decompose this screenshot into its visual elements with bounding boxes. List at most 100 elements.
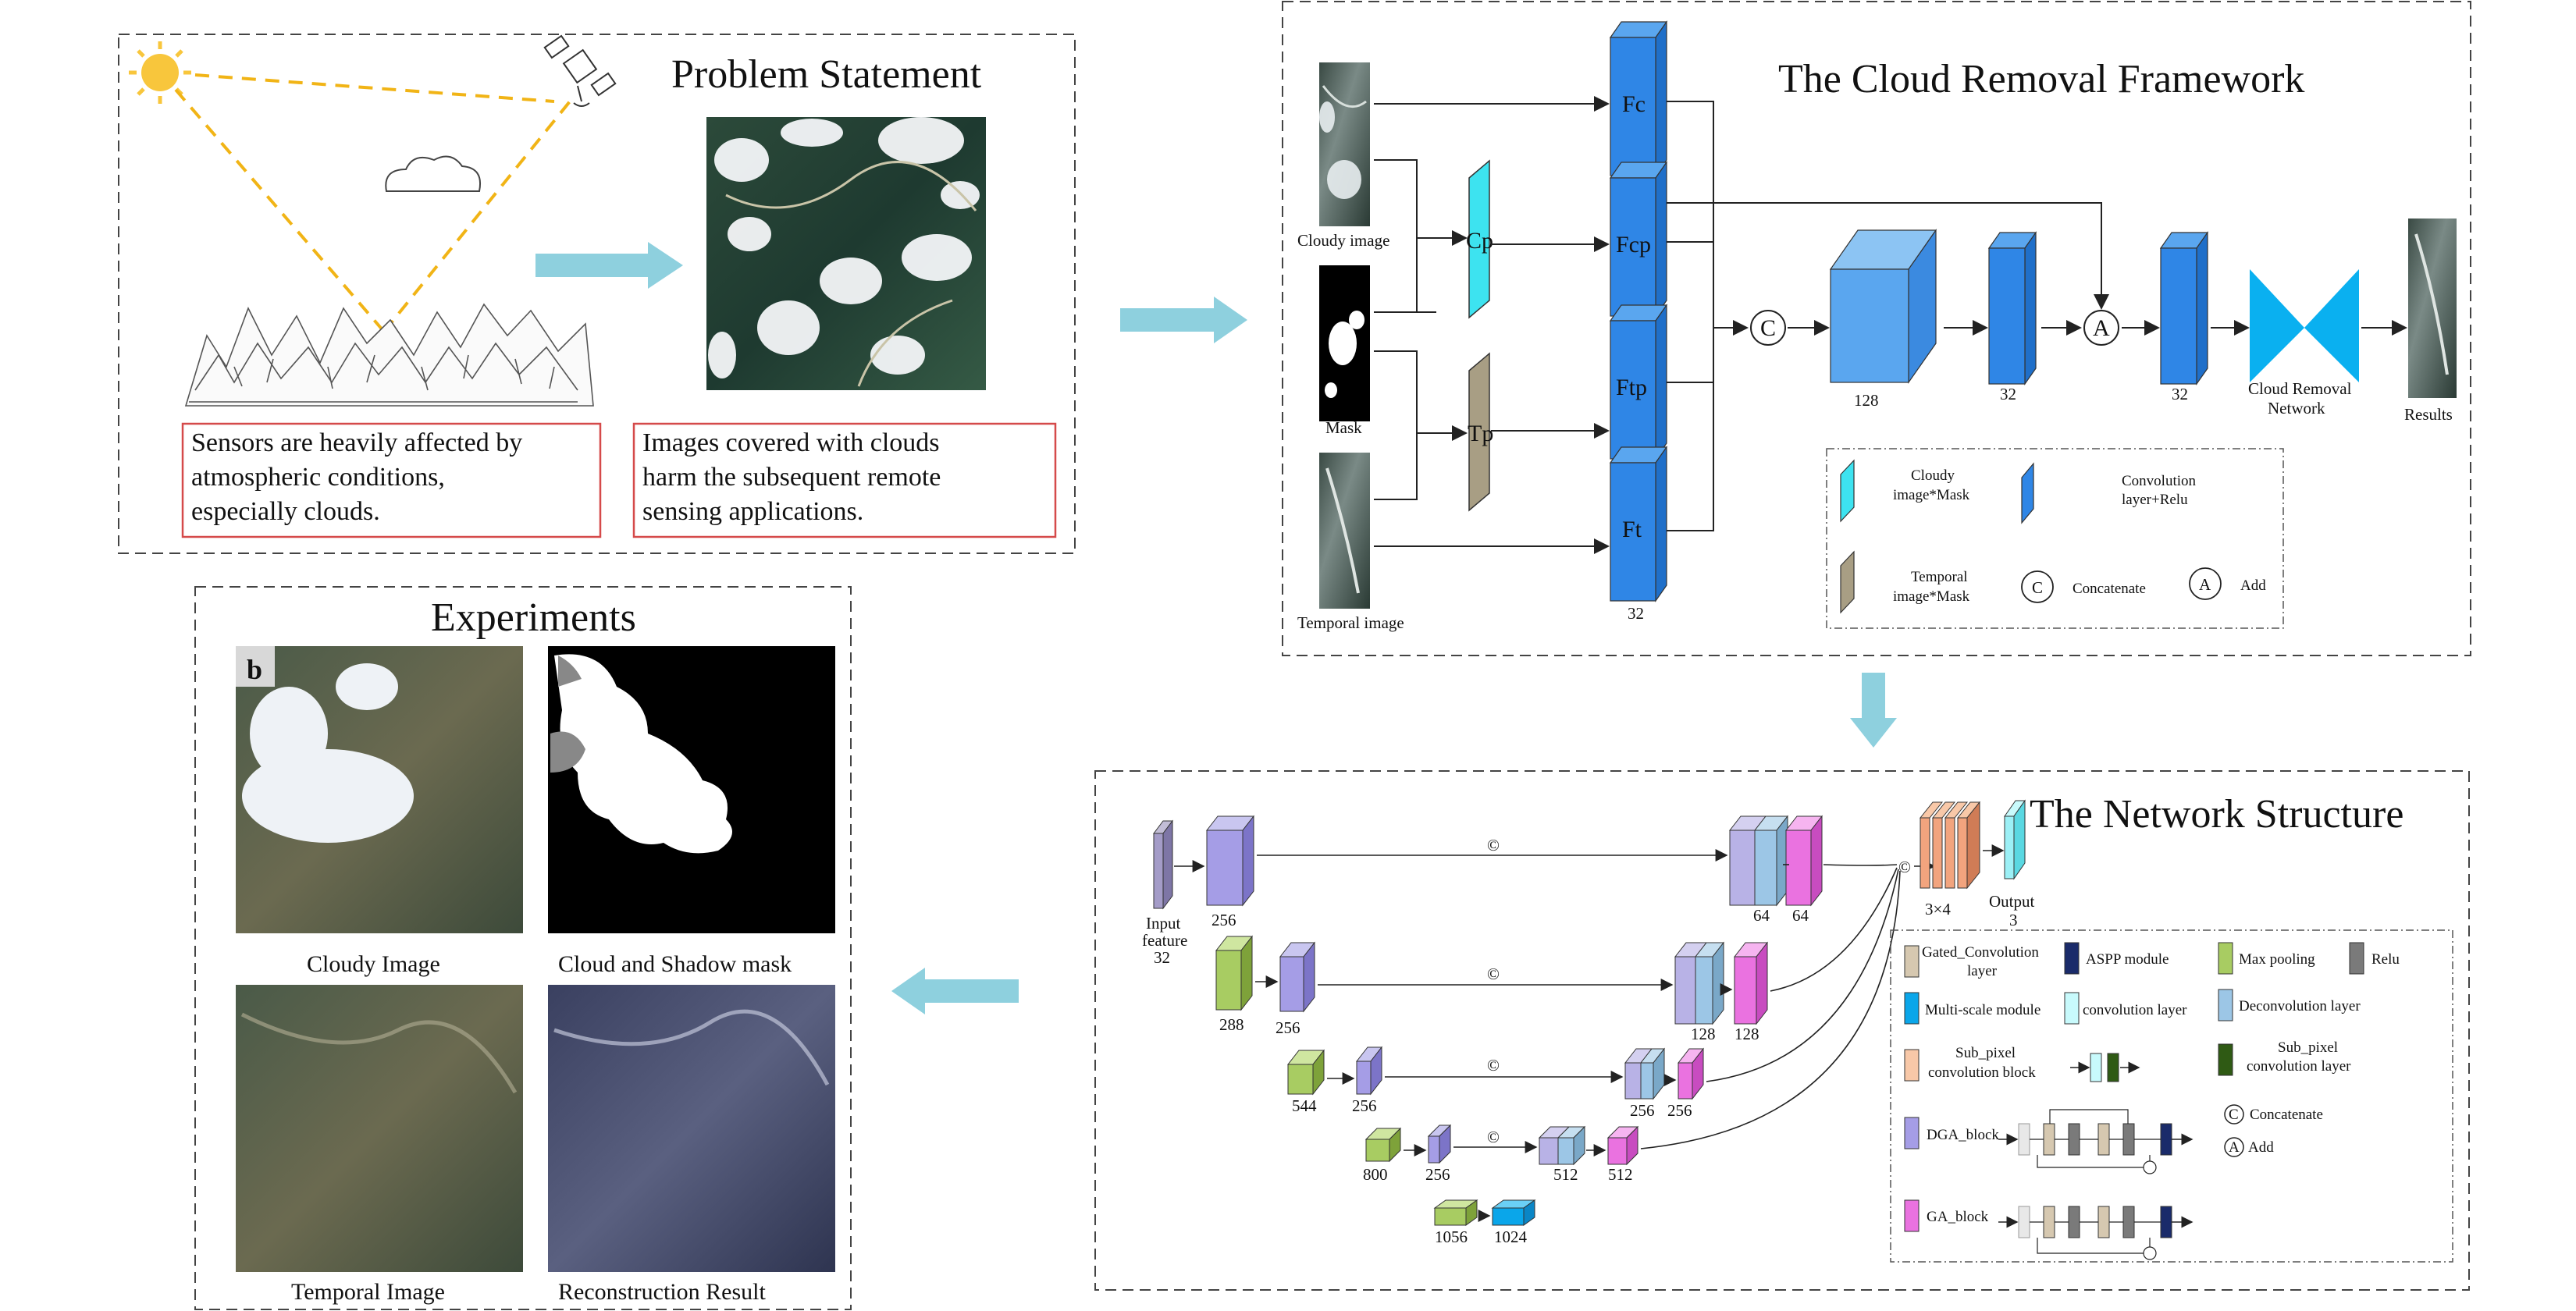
problem-right-line1: Images covered with clouds (642, 428, 940, 457)
r4-b-label: 256 (1425, 1165, 1450, 1184)
problem-right-line3: sensing applications. (642, 497, 863, 526)
input-feature-block (1153, 819, 1173, 910)
legend-conv-relu-1: Convolution (2122, 473, 2197, 489)
exp-badge: b (247, 654, 262, 685)
leg-concatenate: Concatenate (2250, 1107, 2323, 1123)
r1-enc-label: 256 (1212, 911, 1236, 929)
problem-left-box (181, 422, 602, 538)
leg-deconv: Deconvolution layer (2239, 998, 2361, 1014)
r3-concat: © (1487, 1056, 1500, 1075)
r3-enc (1286, 1046, 1383, 1096)
leg-ga-diagram (1998, 1206, 2194, 1260)
r3-dec2-label: 256 (1667, 1101, 1692, 1120)
crn-label-1: Cloud Removal (2248, 379, 2352, 398)
r1-dec2-label: 64 (1792, 906, 1809, 925)
input-label-3: 32 (1154, 948, 1170, 967)
add-symbol: A (2093, 315, 2110, 341)
problem-title: Problem Statement (671, 52, 982, 97)
problem-left-line1: Sensors are heavily affected by (191, 428, 522, 457)
legend-add-symbol: A (2199, 575, 2211, 594)
r2-dec1-label: 128 (1691, 1025, 1716, 1043)
leg-subpixel-layer-2: convolution layer (2247, 1058, 2351, 1075)
temporal-image-label: Temporal image (1297, 613, 1404, 632)
leg-relu: Relu (2371, 951, 2400, 968)
subpixel-block (1919, 801, 1981, 890)
experiments-panel: Experiments b Cloudy Image Cloud and Sha… (194, 586, 852, 1310)
exp-reconstruction-image (548, 985, 835, 1272)
network-panel: The Network Structure Input feature 32 2… (1094, 770, 2470, 1291)
leg-conv: convolution layer (2083, 1002, 2187, 1018)
r3-dec1-label: 256 (1630, 1101, 1655, 1120)
cloud-icon (385, 155, 481, 192)
legend-cloudy-mask-2: image*Mask (1893, 487, 1970, 503)
problem-panel: Problem Statement (118, 34, 1076, 554)
legend-cloudy-mask-1: Cloudy (1911, 467, 1955, 484)
ft-label: Ft (1622, 517, 1642, 542)
legend-temporal-mask-2: image*Mask (1893, 588, 1970, 605)
legend-add-label: Add (2240, 577, 2266, 594)
framework-connectors (1374, 96, 2407, 554)
ftp-label: Ftp (1616, 375, 1647, 400)
fc-block: Fc (1609, 20, 1668, 177)
problem-right-line2: harm the subsequent remote (642, 463, 941, 492)
r4-dec1-label: 512 (1553, 1165, 1578, 1184)
block-32-b (2159, 231, 2209, 385)
fcp-block: Fcp (1609, 161, 1668, 318)
cp-label: Cp (1466, 228, 1493, 254)
r5-b-label: 1024 (1494, 1228, 1528, 1246)
exp-caption-cloudy: Cloudy Image (307, 951, 440, 977)
r4-enc (1364, 1124, 1452, 1164)
r2-dec2-label: 128 (1735, 1025, 1759, 1043)
leg-subpixel-mini (2070, 1053, 2140, 1082)
r2-concat: © (1487, 965, 1500, 983)
block-32-a (1987, 231, 2037, 385)
leg-subpixel-layer-1: Sub_pixel (2278, 1039, 2338, 1056)
block-128-label: 128 (1854, 391, 1879, 410)
output-label-2: 3 (2009, 911, 2018, 929)
leg-gated-1: Gated_Convolution (1922, 944, 2039, 961)
network-legend (1890, 929, 2453, 1263)
cloudy-image-thumb (1319, 62, 1370, 226)
r2-dec (1674, 941, 1769, 1025)
r2-b-label: 256 (1276, 1018, 1300, 1037)
r1-dec1-label: 64 (1753, 906, 1770, 925)
leg-dga-diagram (1998, 1109, 2194, 1174)
input-label-2: feature (1142, 931, 1187, 950)
tp-block (1468, 352, 1490, 512)
ftp-block: Ftp (1609, 304, 1668, 460)
block-32-b-label: 32 (2172, 385, 2188, 403)
output-block (2004, 799, 2026, 880)
arrow-to-framework (1120, 297, 1247, 343)
legend-conv-relu-2: layer+Relu (2122, 492, 2188, 508)
block-32-a-label: 32 (2000, 385, 2016, 403)
problem-left-line2: atmospheric conditions, (191, 463, 445, 492)
results-image-thumb (2408, 218, 2457, 398)
input-label-1: Input (1146, 914, 1180, 933)
r2-a-label: 288 (1219, 1015, 1244, 1034)
network-connectors (1174, 844, 2005, 1222)
output-label-1: Output (1989, 892, 2035, 911)
mountain-sketch (184, 303, 594, 407)
r4-dec2-label: 512 (1608, 1165, 1633, 1184)
exp-caption-mask: Cloud and Shadow mask (558, 951, 792, 977)
r3-a-label: 544 (1292, 1096, 1317, 1115)
framework-legend (1826, 448, 2284, 629)
mask-label: Mask (1325, 418, 1362, 437)
r1-enc (1205, 815, 1255, 907)
problem-left-line3: especially clouds. (191, 497, 380, 526)
problem-right-box (632, 422, 1057, 538)
framework-panel: The Cloud Removal Framework Cloudy image… (1282, 1, 2471, 656)
ft-block: Ft (1609, 446, 1668, 602)
concat-symbol: C (1760, 315, 1776, 341)
leg-ga: GA_block (1927, 1209, 1989, 1225)
r5-a-label: 1056 (1435, 1228, 1468, 1246)
r1-concat: © (1487, 836, 1500, 854)
leg-maxpool: Max pooling (2239, 951, 2315, 968)
r4-concat: © (1487, 1128, 1500, 1146)
leg-gated-2: layer (1967, 963, 1998, 979)
leg-add-symbol: A (2229, 1139, 2240, 1156)
final-concat: © (1898, 858, 1911, 876)
cloud-removal-network-shape (2250, 269, 2304, 382)
